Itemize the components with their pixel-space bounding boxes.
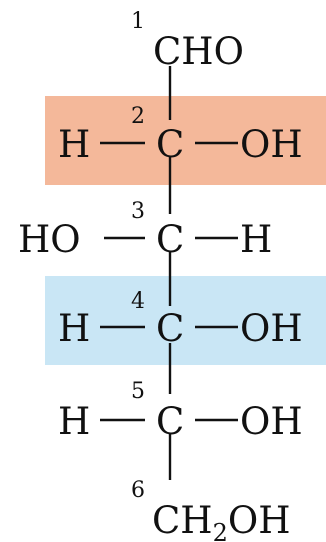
highlight-c4 xyxy=(45,276,326,365)
bottom-group-suffix: OH xyxy=(228,499,291,542)
top-group: CHO xyxy=(153,30,244,73)
row-3-carbon: C xyxy=(156,307,184,350)
row-1-carbon: C xyxy=(156,123,184,166)
bottom-group: CH2OH xyxy=(152,499,290,542)
carbon-number-6: 6 xyxy=(131,478,145,503)
carbon-number-5: 5 xyxy=(131,379,145,404)
row-2-left: HO xyxy=(18,218,81,261)
row-2-right: H xyxy=(240,218,272,261)
bottom-group-subscript: 2 xyxy=(213,519,228,542)
row-4-left: H xyxy=(58,400,90,443)
carbon-number-2: 2 xyxy=(131,104,145,129)
row-1-right: OH xyxy=(240,123,303,166)
row-1-left: H xyxy=(58,123,90,166)
row-3-right: OH xyxy=(240,307,303,350)
carbon-number-3: 3 xyxy=(131,199,145,224)
highlight-c2 xyxy=(45,96,326,185)
row-4-carbon: C xyxy=(156,400,184,443)
carbon-number-1: 1 xyxy=(131,9,145,34)
carbon-number-4: 4 xyxy=(131,289,145,314)
row-2-carbon: C xyxy=(156,218,184,261)
row-4-right: OH xyxy=(240,400,303,443)
bottom-group-prefix: CH xyxy=(152,499,213,542)
row-3-left: H xyxy=(58,307,90,350)
